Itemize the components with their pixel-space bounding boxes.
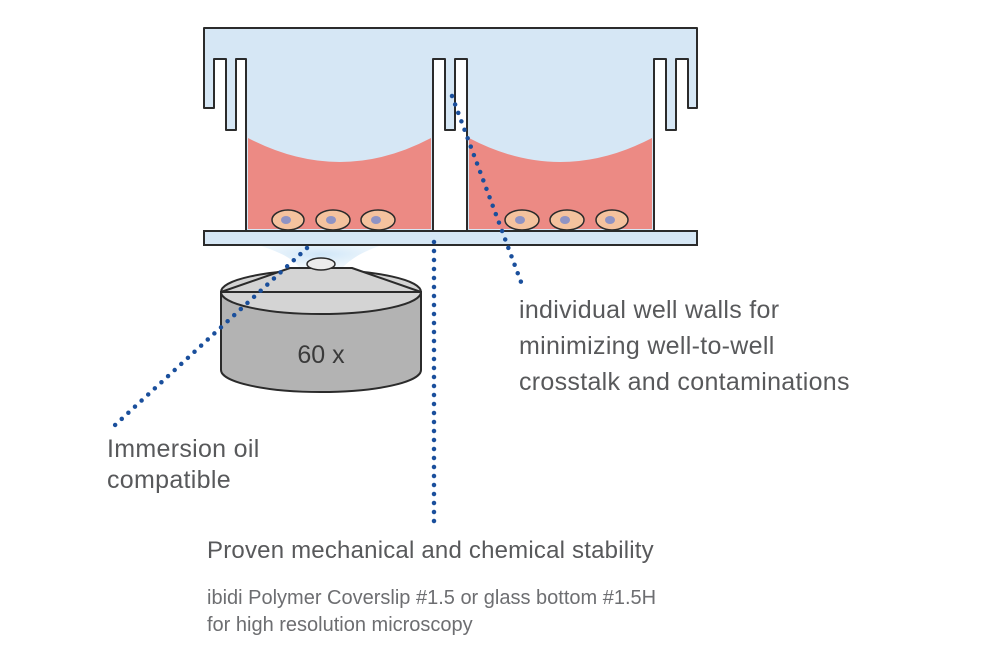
cells-left-well [271,209,396,231]
cell [549,209,585,231]
cell [360,209,396,231]
objective-lens: 60 x [220,257,422,393]
label-line: ibidi Polymer Coverslip #1.5 or glass bo… [207,587,657,609]
immersion-oil-droplet [258,245,382,268]
cell [315,209,351,231]
objective-body [220,291,422,393]
objective-magnification: 60 x [297,341,345,369]
cell [271,209,305,231]
objective-cone [220,267,422,293]
cell [504,209,540,231]
label-line: individual well walls for [519,296,780,324]
label-immersion-oil: Immersion oil compatible [107,434,260,496]
label-line: minimizing well-to-well [519,332,775,360]
label-line: compatible [107,466,231,494]
leader-line-oil [111,245,310,429]
leader-line-wells [449,93,524,285]
label-stability-title: Proven mechanical and chemical stability [207,537,654,564]
medium-well-left [248,138,431,229]
label-well-walls: individual well walls for minimizing wel… [519,292,850,400]
label-coverslip-description: ibidi Polymer Coverslip #1.5 or glass bo… [207,585,656,639]
objective-front-lens [306,257,336,271]
label-line: crosstalk and contaminations [519,368,850,396]
cells-right-well [504,209,629,231]
cell [595,209,629,231]
label-line: for high resolution microscopy [207,614,473,636]
medium-well-right [469,138,652,229]
label-line: Immersion oil [107,435,260,463]
coverslip-bottom [203,230,698,246]
